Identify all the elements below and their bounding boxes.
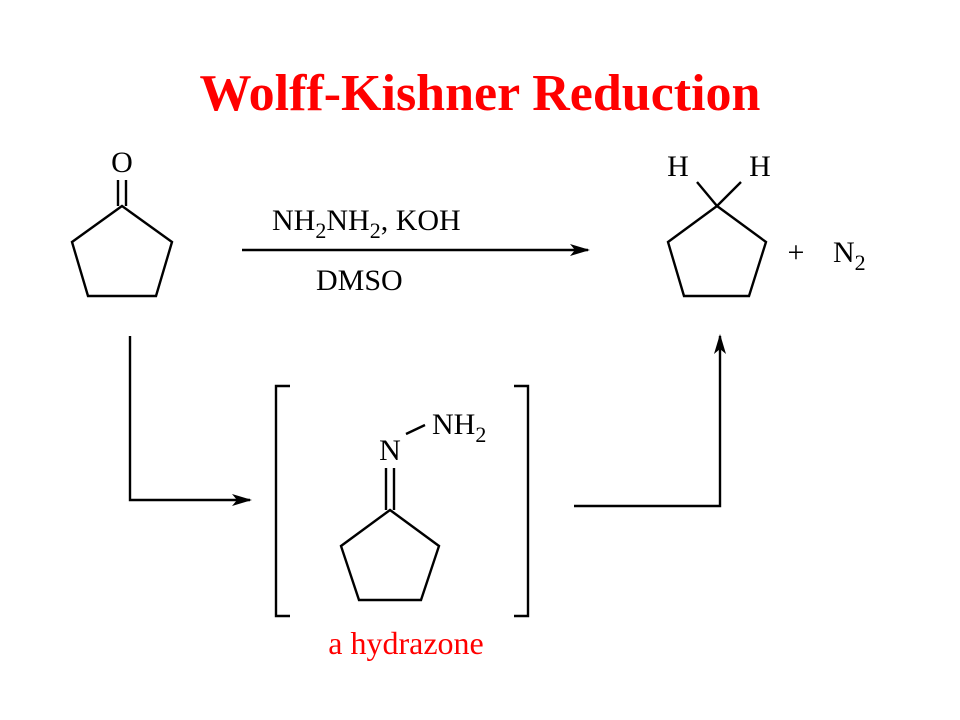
hydrazone-structure: N NH2 bbox=[339, 408, 486, 602]
hydrazone-ring bbox=[339, 508, 441, 602]
reagents-label: NH2NH2, KOH bbox=[272, 204, 461, 243]
left-bracket bbox=[274, 384, 290, 618]
main-reaction: NH2NH2, KOH DMSO bbox=[242, 204, 590, 297]
imine-nitrogen-label: N bbox=[379, 434, 401, 467]
arrow-to-product bbox=[574, 334, 726, 508]
c-h-bond-right bbox=[716, 181, 742, 207]
slide-title: Wolff-Kishner Reduction bbox=[199, 65, 761, 122]
c-h-bond-left bbox=[696, 181, 718, 207]
nh2-label: NH2 bbox=[432, 408, 486, 447]
right-bracket bbox=[514, 384, 530, 618]
cyclopentane-ring bbox=[70, 204, 174, 298]
product-ring bbox=[666, 204, 768, 298]
plus-sign: + bbox=[788, 236, 805, 269]
solvent-label: DMSO bbox=[316, 264, 403, 297]
n-n-bond bbox=[405, 423, 426, 436]
hydrazone-caption: a hydrazone bbox=[328, 625, 483, 661]
nitrogen-gas-label: N2 bbox=[833, 236, 866, 275]
hydrogen-right-label: H bbox=[749, 150, 771, 183]
arrow-to-hydrazone bbox=[128, 336, 252, 506]
oxygen-label: O bbox=[111, 146, 133, 179]
cyclopentanone: O bbox=[70, 146, 174, 298]
hydrogen-left-label: H bbox=[667, 150, 689, 183]
cyclopentane-product: H H bbox=[666, 150, 771, 298]
